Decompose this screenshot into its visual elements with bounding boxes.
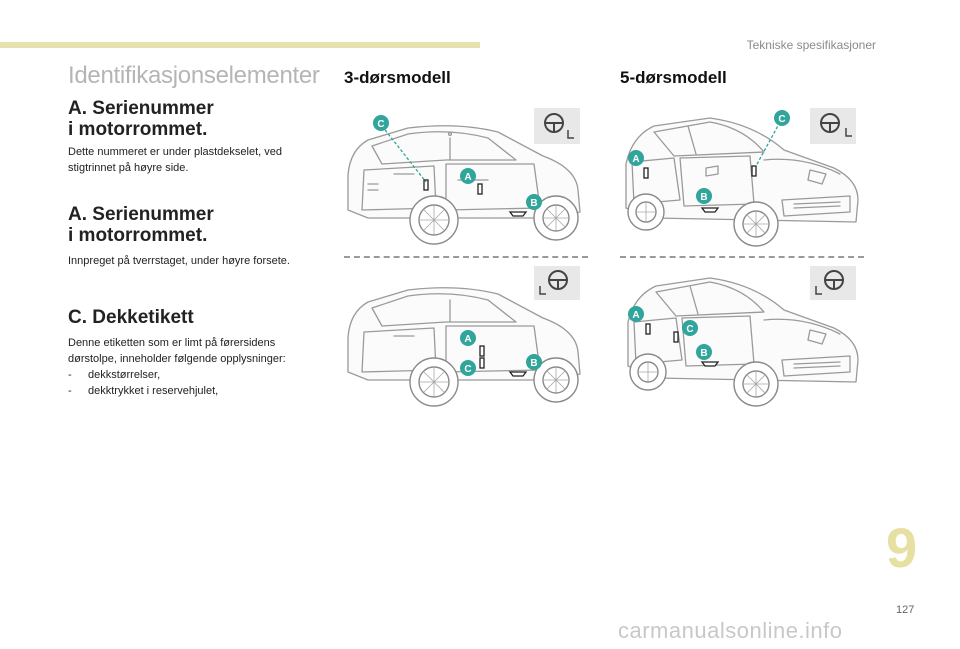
svg-text:A: A <box>632 310 639 321</box>
seat-icon <box>845 128 852 137</box>
svg-text:C: C <box>464 364 471 375</box>
car-illustration-3door-rear: C A B <box>347 108 581 245</box>
plate-marker <box>645 323 651 335</box>
marker-b: B <box>696 188 712 204</box>
page-number: 127 <box>896 604 915 616</box>
marker-a: A <box>460 168 476 184</box>
watermark: carmanualsonline.info <box>618 618 843 643</box>
tyre-label-text: Denne etiketten som er limt på førerside… <box>68 337 286 365</box>
header-accent-bar <box>0 42 480 48</box>
tyre-label-bullets: dekkstørrelser, dekktrykket i reservehju… <box>68 367 318 399</box>
heading-serial-engine-2: A. Serienummer i motorrommet. <box>68 204 214 246</box>
marker-b: B <box>696 344 712 360</box>
three-door-heading: 3-dørsmodell <box>344 68 451 87</box>
paragraph-tyre-label: Denne etiketten som er limt på førerside… <box>68 335 318 399</box>
plate-marker <box>423 179 429 191</box>
heading-line: A. Serienummer <box>68 98 214 119</box>
plate-marker <box>479 345 485 357</box>
svg-text:B: B <box>530 198 537 209</box>
steering-wheel-icon <box>534 108 580 144</box>
steering-wheel-icon <box>810 108 856 144</box>
bullet-item: dekktrykket i reservehjulet, <box>68 383 318 399</box>
chapter-number: 9 <box>886 516 918 579</box>
separator-5door <box>620 256 864 258</box>
svg-text:A: A <box>632 154 639 165</box>
marker-a: A <box>628 306 644 322</box>
heading-line: i motorrommet. <box>68 225 208 246</box>
steering-wheel-icon <box>810 266 856 300</box>
svg-text:B: B <box>700 348 707 359</box>
marker-c: C <box>373 115 389 131</box>
marker-c: C <box>774 110 790 126</box>
five-door-heading: 5-dørsmodell <box>620 68 727 87</box>
seat-icon <box>539 286 546 295</box>
heading-tyre-label: C. Dekketikett <box>68 307 194 328</box>
car-illustration-3door-rear-2: A C B <box>347 266 581 407</box>
svg-text:B: B <box>530 358 537 369</box>
section-label: Tekniske spesifikasjoner <box>746 38 876 52</box>
plate-marker <box>477 183 483 195</box>
steering-wheel-icon <box>534 266 580 300</box>
heading-serial-engine-1: A. Serienummer i motorrommet. <box>68 98 214 140</box>
marker-a: A <box>628 150 644 166</box>
marker-b: B <box>526 194 542 210</box>
car-illustration-5door-front-2: A C B <box>627 266 859 407</box>
svg-text:B: B <box>700 192 707 203</box>
figure-three-door-rear-2: A C B <box>338 262 590 412</box>
svg-text:C: C <box>778 114 785 125</box>
marker-a: A <box>460 330 476 346</box>
svg-text:A: A <box>464 334 471 345</box>
paragraph-serial-engine-1: Dette nummeret er under plastdekselet, v… <box>68 146 283 174</box>
figure-five-door-front: C A B <box>614 100 866 250</box>
seat-icon <box>567 130 574 139</box>
plate-marker <box>479 357 485 369</box>
figure-five-door-front-2: A C B <box>614 262 866 412</box>
plate-marker <box>751 165 757 177</box>
figure-three-door-rear: C A B <box>338 100 590 250</box>
paragraph-serial-engine-2: Innpreget på tverrstaget, under høyre fo… <box>68 255 290 267</box>
svg-text:A: A <box>464 172 471 183</box>
separator-3door <box>344 256 588 258</box>
marker-b: B <box>526 354 542 370</box>
plate-marker <box>673 331 679 343</box>
bullet-item: dekkstørrelser, <box>68 367 318 383</box>
marker-c: C <box>682 320 698 336</box>
seat-icon <box>815 286 822 295</box>
heading-line: i motorrommet. <box>68 119 208 140</box>
page-title: Identifikasjonselementer <box>68 62 320 89</box>
svg-text:C: C <box>377 119 384 130</box>
svg-text:C: C <box>686 324 693 335</box>
marker-c: C <box>460 360 476 376</box>
car-illustration-5door-front: C A B <box>625 108 859 247</box>
plate-marker <box>643 167 649 179</box>
heading-line: A. Serienummer <box>68 204 214 225</box>
